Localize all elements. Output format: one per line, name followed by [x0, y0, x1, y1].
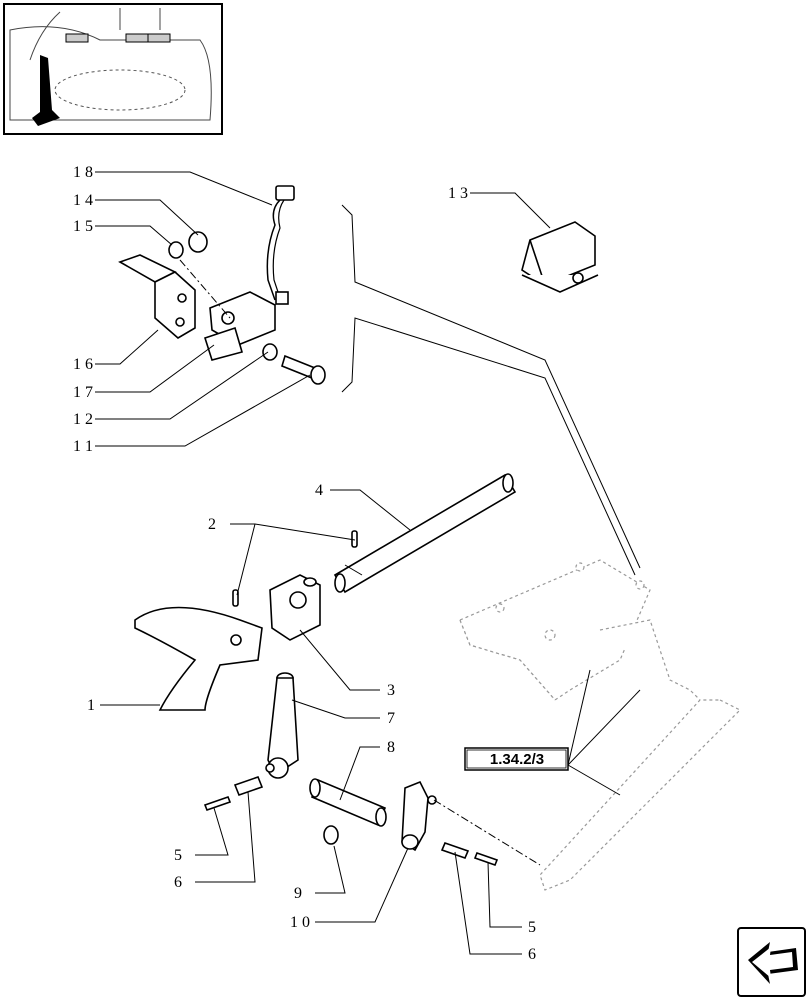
callout-18: 1 8 [73, 164, 93, 181]
bolt [281, 354, 326, 385]
callout-6: 6 [174, 874, 182, 891]
selector-lever [265, 672, 299, 779]
assembly-centerline [433, 799, 541, 866]
reference-label: 1.34.2/3 [490, 751, 544, 768]
selector-dog [269, 574, 321, 641]
lever-pin [309, 778, 387, 827]
callout-13: 1 3 [448, 185, 468, 202]
lever-arm [401, 780, 437, 852]
assembly-centerline [179, 259, 231, 319]
shift-fork [134, 606, 263, 711]
callout-12: 1 2 [73, 411, 93, 428]
section-break-lines [341, 204, 641, 796]
tractor-cab-location-icon [3, 3, 223, 135]
callout-6: 6 [528, 946, 536, 963]
callout-10: 1 0 [290, 914, 310, 931]
callout-11: 1 1 [73, 438, 93, 455]
callout-15: 1 5 [73, 218, 93, 235]
wire-harness [266, 185, 295, 305]
switch-cover [521, 221, 599, 293]
cross-reference-box[interactable]: 1.34.2/3 [464, 747, 569, 771]
callout-labels: 1 8 1 4 1 5 1 6 1 7 1 2 1 1 1 3 4 2 1 3 … [73, 164, 536, 963]
callout-17: 1 7 [73, 384, 93, 401]
nut-washer-set [168, 231, 208, 259]
callout-7: 7 [387, 710, 395, 727]
callout-5: 5 [528, 919, 536, 936]
callout-1: 1 [87, 697, 95, 714]
retaining-ring [323, 825, 339, 845]
washer [262, 343, 278, 361]
switch-bracket [118, 254, 196, 339]
callout-5: 5 [174, 847, 182, 864]
callout-9: 9 [294, 885, 302, 902]
callout-14: 1 4 [73, 192, 93, 209]
next-page-arrow-icon[interactable] [737, 927, 806, 997]
callout-4: 4 [315, 482, 323, 499]
callout-2: 2 [208, 516, 216, 533]
spring-pin [203, 775, 499, 867]
callout-8: 8 [387, 739, 395, 756]
callout-3: 3 [387, 682, 395, 699]
transmission-housing-ghost [459, 559, 742, 891]
callout-16: 1 6 [73, 356, 93, 373]
leader-lines [95, 171, 551, 955]
switch-body [203, 291, 276, 361]
selector-shaft [333, 473, 517, 594]
